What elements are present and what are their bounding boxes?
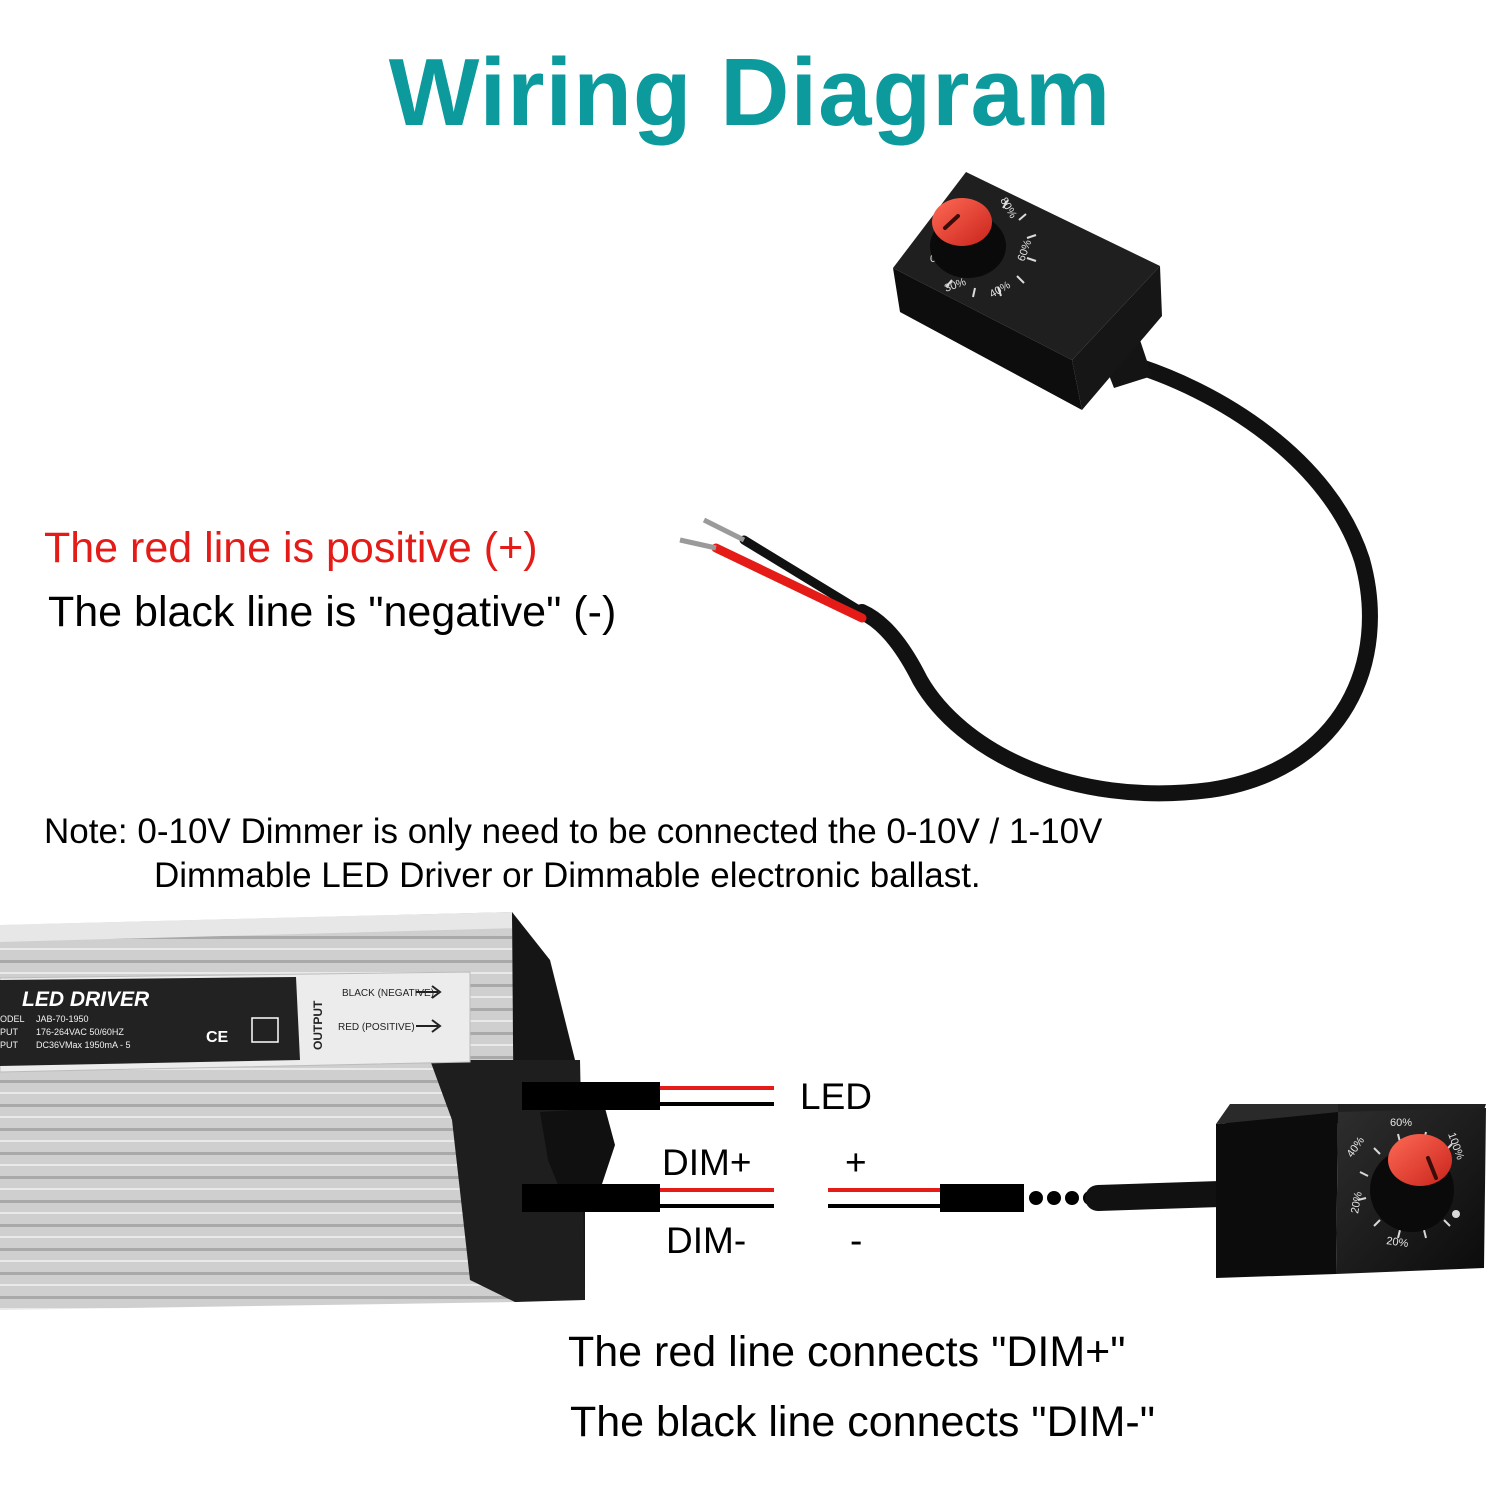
red-terminal-arrow-icon (416, 1019, 442, 1033)
bottom-scale-20: 20% (1386, 1235, 1410, 1250)
led-cable-sleeve (522, 1082, 660, 1110)
dim-plus-label: DIM+ (662, 1142, 752, 1183)
driver-red-terminal: RED (POSITIVE) (338, 1022, 415, 1033)
bottom-scale-40: 20% (1349, 1191, 1365, 1215)
bottom-dimmer-knob (1388, 1134, 1452, 1186)
dim-cable-sleeve (522, 1184, 660, 1212)
top-scale-0: 0 (930, 253, 936, 265)
bottom-dimmer-side-face (1216, 1112, 1338, 1278)
black-line-note: The black line is "negative" (-) (48, 588, 617, 636)
driver-input-value: 176-264VAC 50/60HZ (36, 1027, 124, 1037)
top-dimmer-cable (854, 354, 1378, 802)
plus-label: + (845, 1142, 867, 1183)
red-line-note: The red line is positive (+) (44, 524, 538, 572)
black-connection-note: The black line connects "DIM-" (570, 1398, 1155, 1446)
bottom-dimmer-cable (1085, 1181, 1233, 1211)
red-connection-note: The red line connects "DIM+" (568, 1328, 1126, 1376)
top-dimmer-side-face (1072, 266, 1162, 410)
schematic-wires (522, 1082, 1233, 1212)
top-dimmer-knob (932, 198, 992, 246)
led-wire-label: LED (800, 1076, 872, 1117)
top-dimmer-scale-ticks (945, 199, 1037, 298)
driver-model-label: ODEL (0, 1014, 25, 1024)
driver-model-value: JAB-70-1950 (36, 1014, 89, 1024)
driver-output-value: DC36VMax 1950mA - 5 (36, 1040, 131, 1050)
top-dimmer: 0 30% 40% 60% 80% (679, 172, 1378, 802)
driver-output-side: OUTPUT (311, 1000, 325, 1050)
black-terminal-arrow-icon (416, 985, 442, 999)
driver-output-label: PUT (0, 1040, 19, 1050)
top-red-wire (711, 543, 867, 623)
driver-mount-tab (540, 1108, 615, 1190)
note-line-1: Note: 0-10V Dimmer is only need to be co… (44, 812, 1103, 851)
driver-black-terminal: BLACK (NEGATIVE) (342, 988, 434, 999)
note-line-2: Dimmable LED Driver or Dimmable electron… (154, 856, 981, 895)
driver-brand: LED DRIVER (22, 988, 150, 1011)
dim-minus-label: DIM- (666, 1220, 747, 1261)
top-dimmer-front-face (893, 268, 1082, 410)
recycle-icon (251, 1017, 279, 1043)
ce-mark: CE (206, 1029, 229, 1046)
bottom-scale-80: 60% (1390, 1117, 1412, 1129)
diagram-title: Wiring Diagram (388, 39, 1112, 146)
led-driver: LED DRIVER ODEL JAB-70-1950 PUT 176-264V… (0, 912, 615, 1310)
driver-input-label: PUT (0, 1027, 19, 1037)
top-black-wire (739, 535, 867, 617)
bottom-dimmer: 60% 40% 20% 20% 100% (1216, 1104, 1486, 1278)
minus-label: - (850, 1220, 863, 1261)
driver-body (0, 912, 515, 1310)
dimmer-cable-sleeve (940, 1184, 1024, 1212)
